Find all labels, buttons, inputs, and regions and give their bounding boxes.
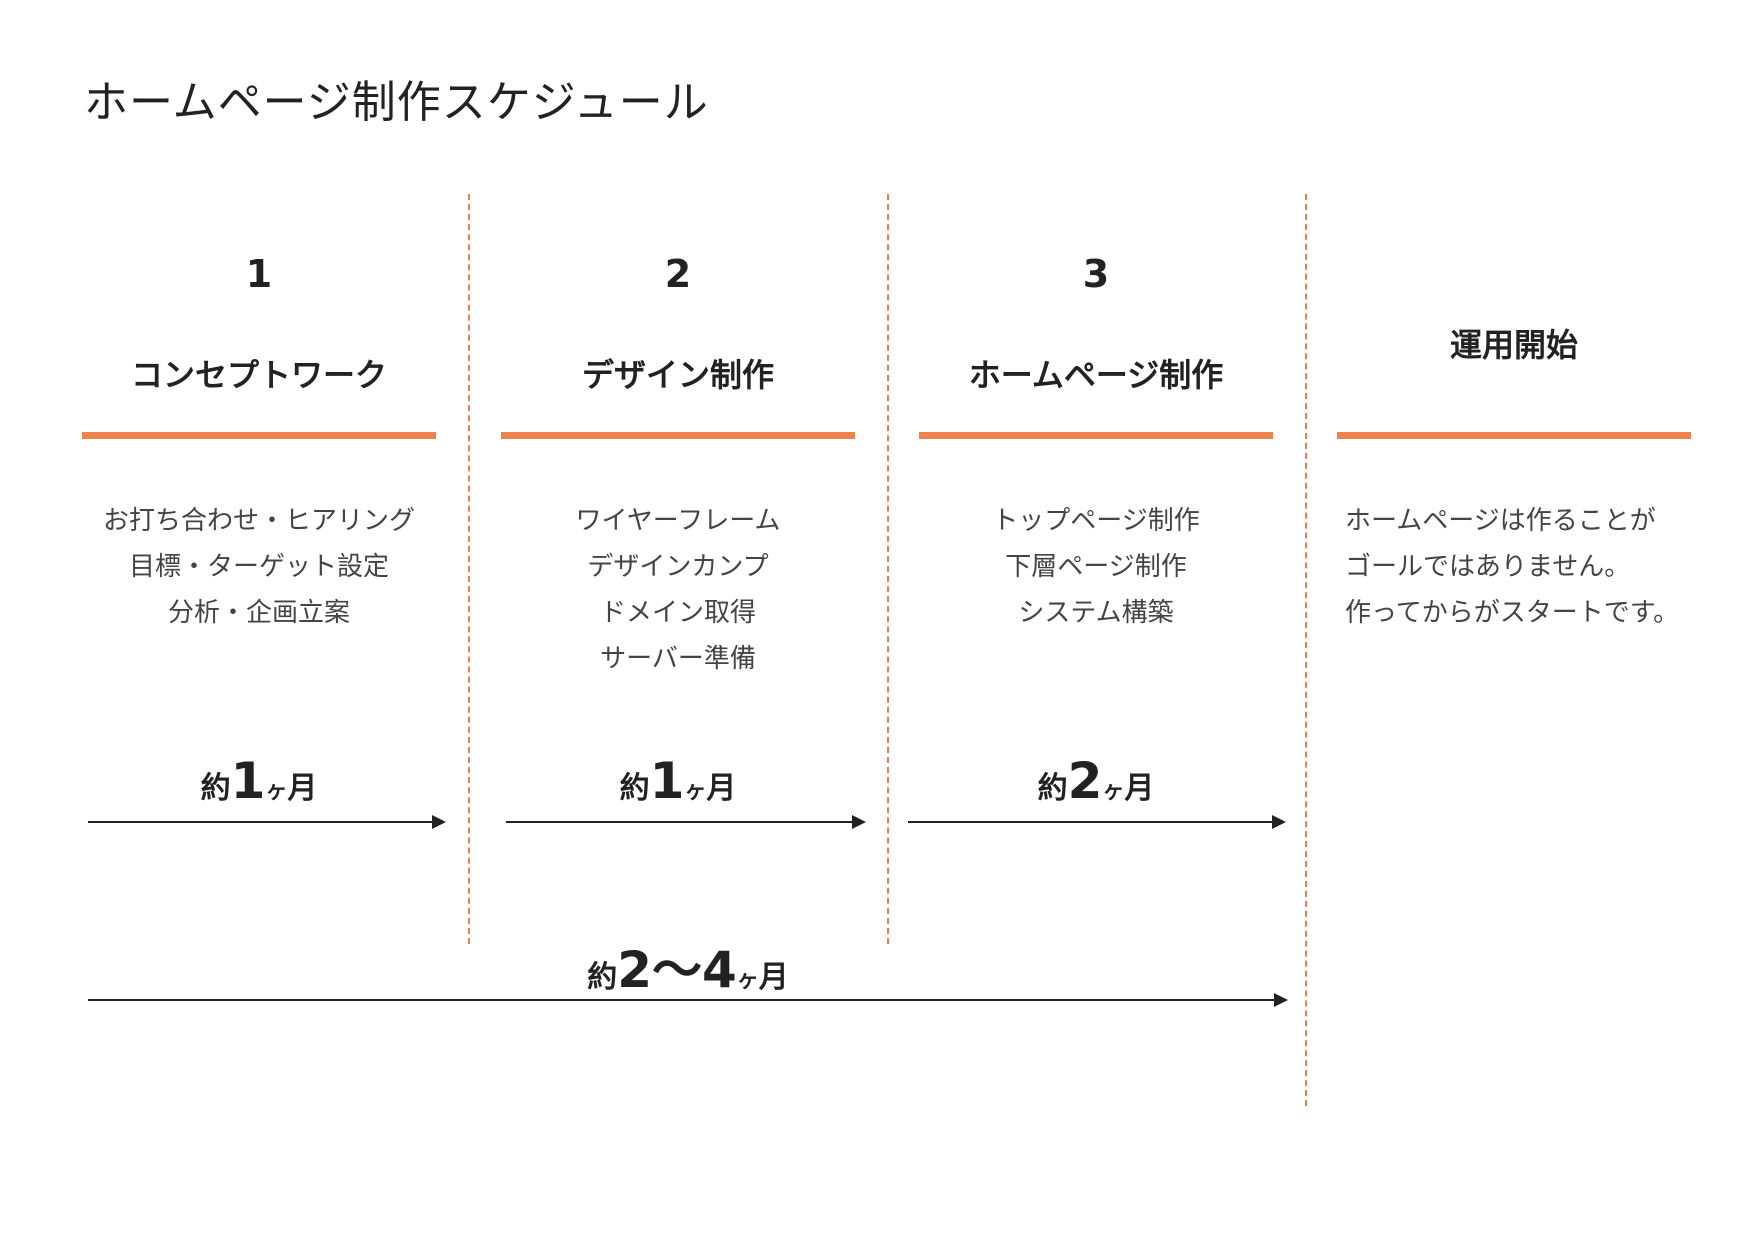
task-item: サーバー準備 (600, 644, 756, 674)
step-tasks: トップページ制作 下層ページ制作 システム構築 (919, 498, 1273, 636)
divider-1 (468, 194, 470, 944)
arrow-step-1 (88, 815, 446, 829)
duration-suffix: 月 (706, 771, 737, 806)
step-column-4: 運用開始 ホームページは作ることが ゴールではありません。 作ってからがスタート… (1337, 0, 1691, 1241)
task-item: システム構築 (1018, 598, 1174, 628)
duration-prefix: 約 (587, 960, 618, 995)
arrow-total (88, 993, 1288, 1007)
task-item: 下層ページ制作 (1005, 552, 1187, 582)
task-item: ゴールではありません。 (1345, 552, 1631, 582)
task-item: デザインカンプ (587, 552, 769, 582)
duration-prefix: 約 (1037, 771, 1068, 806)
duration-value: 2 (1067, 752, 1103, 810)
step-bar (1337, 432, 1691, 439)
duration-suffix: 月 (1124, 771, 1155, 806)
step-number: 2 (664, 252, 692, 296)
duration-prefix: 約 (619, 771, 650, 806)
task-item: 作ってからがスタートです。 (1345, 598, 1680, 628)
arrow-step-3 (908, 815, 1286, 829)
step-title: コンセプトワーク (130, 356, 387, 394)
step-number: 3 (1082, 252, 1110, 296)
duration-value: 1 (649, 752, 685, 810)
task-item: ホームページは作ることが (1345, 506, 1656, 536)
duration-suffix: 月 (758, 960, 789, 995)
step-column-1: 1 コンセプトワーク お打ち合わせ・ヒアリング 目標・ターゲット設定 分析・企画… (82, 0, 436, 1241)
step-number: 1 (245, 252, 273, 296)
divider-3 (1305, 194, 1307, 1106)
duration-value: 1 (230, 752, 266, 810)
task-item: お打ち合わせ・ヒアリング (102, 506, 415, 536)
step-duration: 約1ヶ月 (501, 752, 855, 810)
arrow-step-2 (506, 815, 866, 829)
task-item: 目標・ターゲット設定 (128, 552, 389, 582)
duration-value: 2〜4 (617, 941, 737, 999)
total-duration: 約2〜4ヶ月 (88, 930, 1288, 1002)
step-bar (82, 432, 436, 439)
step-tasks: ホームページは作ることが ゴールではありません。 作ってからがスタートです。 (1345, 498, 1699, 636)
step-title: 運用開始 (1449, 326, 1578, 364)
page-title: ホームページ制作スケジュール (84, 77, 709, 128)
duration-ke: ヶ (265, 779, 288, 804)
divider-2 (887, 194, 889, 944)
duration-ke: ヶ (736, 968, 759, 993)
step-duration: 約2ヶ月 (919, 752, 1273, 810)
step-column-2: 2 デザイン制作 ワイヤーフレーム デザインカンプ ドメイン取得 サーバー準備 … (501, 0, 855, 1241)
task-item: トップページ制作 (992, 506, 1200, 536)
task-item: ワイヤーフレーム (575, 506, 781, 536)
duration-ke: ヶ (1102, 779, 1125, 804)
step-bar (919, 432, 1273, 439)
step-column-3: 3 ホームページ制作 トップページ制作 下層ページ制作 システム構築 約2ヶ月 (919, 0, 1273, 1241)
step-tasks: ワイヤーフレーム デザインカンプ ドメイン取得 サーバー準備 (501, 498, 855, 682)
step-title: デザイン制作 (581, 356, 774, 394)
step-title: ホームページ制作 (968, 356, 1224, 394)
task-item: 分析・企画立案 (167, 598, 350, 628)
duration-prefix: 約 (200, 771, 231, 806)
duration-ke: ヶ (684, 779, 707, 804)
step-tasks: お打ち合わせ・ヒアリング 目標・ターゲット設定 分析・企画立案 (82, 498, 436, 636)
task-item: ドメイン取得 (599, 598, 756, 628)
step-bar (501, 432, 855, 439)
step-duration: 約1ヶ月 (82, 752, 436, 810)
duration-suffix: 月 (287, 771, 318, 806)
